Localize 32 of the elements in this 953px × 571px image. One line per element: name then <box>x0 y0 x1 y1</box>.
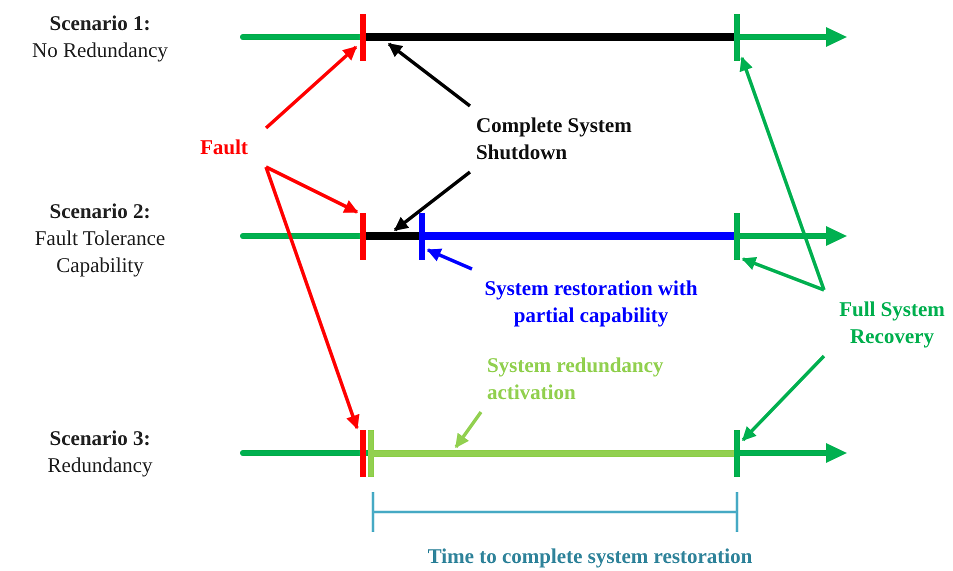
dimension-label: Time to complete system restoration <box>426 543 754 570</box>
arrow <box>264 166 360 430</box>
activation-label: System redundancy activation <box>487 352 747 406</box>
restoration-tick <box>419 213 425 260</box>
restoration-label: System restoration with partial capability <box>478 275 704 329</box>
scenario-heading: Scenario 2: <box>48 198 152 225</box>
fault-label: Fault <box>188 134 260 161</box>
scenario-heading: Scenario 1: <box>48 10 152 37</box>
fault-tick <box>360 430 366 477</box>
scenario-heading: Scenario 3: <box>48 425 152 452</box>
arrow <box>264 46 358 130</box>
fault-tick <box>360 213 366 260</box>
scenario-description: No Redundancy <box>31 37 169 64</box>
arrow <box>742 354 826 442</box>
recovery-tick <box>734 430 740 477</box>
recovery-label: Full System Recovery <box>830 296 953 350</box>
recovery-tick <box>734 14 740 61</box>
arrow <box>265 165 358 214</box>
arrow <box>742 256 825 292</box>
recovery-tick <box>734 213 740 260</box>
shutdown-segment <box>366 33 734 41</box>
shutdown-label: Complete System Shutdown <box>476 112 706 166</box>
scenario-description: Fault Tolerance Capability <box>34 225 166 279</box>
arrow <box>454 410 482 448</box>
arrow <box>388 42 472 108</box>
scenario-description: Redundancy <box>46 452 154 479</box>
arrow <box>394 170 472 232</box>
arrow <box>740 56 826 291</box>
shutdown-segment <box>366 232 419 240</box>
fault-tick <box>360 14 366 61</box>
arrow <box>426 248 473 271</box>
redundancy-segment <box>371 450 737 457</box>
